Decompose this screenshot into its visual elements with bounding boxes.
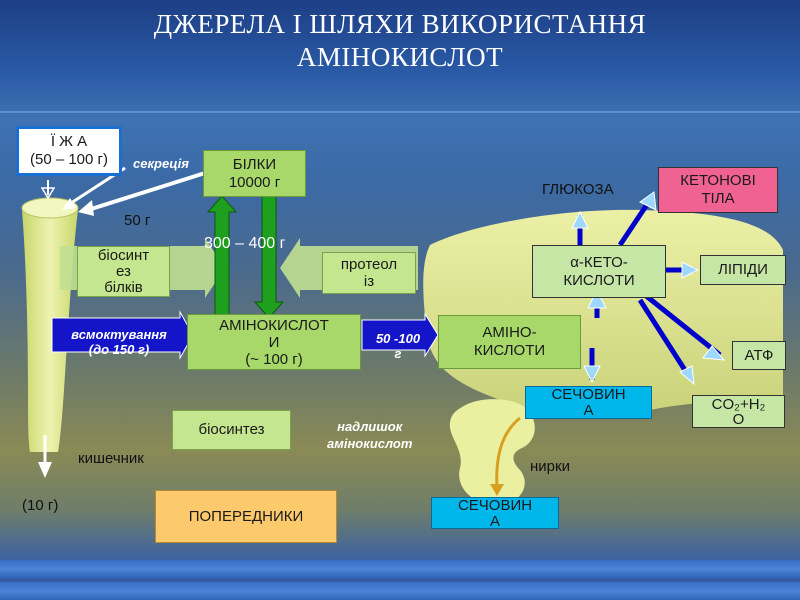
- co2-h2o-box: CO₂+H₂ O: [692, 395, 785, 428]
- secretion-label: секреція: [133, 156, 189, 171]
- liver-aminoacids-box: АМІНО- КИСЛОТИ: [438, 315, 581, 369]
- intestine-label: кишечник: [78, 450, 144, 467]
- proteins-box: БІЛКИ 10000 г: [203, 150, 306, 197]
- exchange-label: 300 – 400 г: [204, 235, 286, 252]
- absorption-label: всмоктування (до 150 г): [71, 327, 167, 357]
- glucose-label: ГЛЮКОЗА: [542, 181, 614, 198]
- page-title: ДЖЕРЕЛА І ШЛЯХИ ВИКОРИСТАННЯ АМІНОКИСЛОТ: [0, 8, 800, 74]
- fifty-g-label: 50 г: [124, 212, 151, 229]
- ketone-bodies-box: КЕТОНОВІ ТІЛА: [658, 167, 778, 213]
- lipids-box: ЛІПІДИ: [700, 255, 786, 285]
- ketoacids-box: α-КЕТО- КИСЛОТИ: [532, 245, 666, 298]
- urea-liver-box: СЕЧОВИН А: [525, 386, 652, 419]
- ten-g-label: (10 г): [22, 497, 59, 514]
- bottom-band-2: [0, 582, 800, 600]
- kidneys-label: нирки: [530, 458, 570, 475]
- protein-biosynthesis-box: біосинт ез білків: [77, 246, 170, 297]
- bottom-band-1: [0, 560, 800, 578]
- title-line-2: АМІНОКИСЛОТ: [296, 42, 504, 72]
- transport-label: 50 -100 г: [375, 331, 421, 361]
- proteolysis-box: протеол із: [322, 252, 416, 294]
- absorption-arrow: [51, 310, 194, 360]
- title-line-1: ДЖЕРЕЛА І ШЛЯХИ ВИКОРИСТАННЯ: [153, 9, 647, 39]
- synthesis-up-arrow: [206, 195, 238, 319]
- atp-box: АТФ: [732, 341, 786, 370]
- transport-arrow: [361, 312, 439, 358]
- urea-kidney-box: СЕЧОВИН А: [431, 497, 559, 529]
- food-box: Ї Ж А (50 – 100 г): [16, 126, 122, 176]
- excess-label: надлишок амінокислот: [327, 419, 413, 451]
- aminoacid-pool-box: АМІНОКИСЛОТ И (~ 100 г): [187, 314, 361, 370]
- title-divider: [0, 111, 800, 113]
- degradation-down-arrow: [253, 195, 285, 319]
- kidney-shape: [449, 399, 535, 505]
- precursors-box: ПОПЕРЕДНИКИ: [155, 490, 337, 543]
- biosynthesis-box: біосинтез: [172, 410, 291, 450]
